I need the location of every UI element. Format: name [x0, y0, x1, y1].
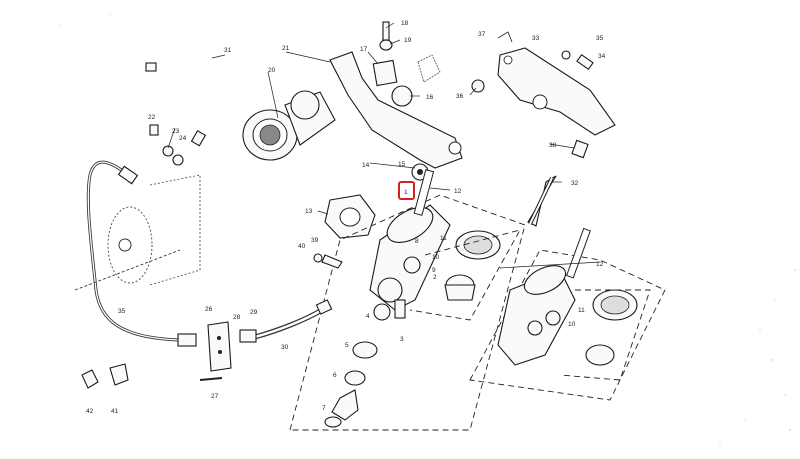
label-35: 35	[118, 308, 126, 315]
label-11b: 11	[578, 307, 585, 314]
label-28: 28	[233, 314, 241, 321]
label-24: 24	[179, 135, 187, 142]
label-31: 31	[224, 47, 232, 54]
label-8: 8	[415, 238, 419, 245]
push-rod	[527, 175, 557, 227]
highlighted-part-1[interactable]: 1	[398, 181, 415, 200]
label-1: 1	[404, 189, 408, 196]
paper-texture	[29, 14, 796, 446]
label-40: 40	[298, 243, 306, 250]
label-37: 37	[478, 31, 486, 38]
label-36: 36	[456, 93, 464, 100]
label-41: 41	[111, 408, 119, 415]
label-9: 9	[432, 267, 436, 274]
label-20: 20	[268, 67, 276, 74]
master-cylinder-alt	[469, 227, 666, 401]
label-15: 15	[398, 161, 406, 168]
highlight-box	[398, 181, 415, 200]
label-39: 39	[311, 237, 319, 244]
part-labels: 31 21 20 18 19 17 16 14 15 12 13 39 40 1…	[86, 20, 606, 415]
label-34: 34	[598, 53, 606, 60]
label-19: 19	[404, 37, 412, 44]
clutch-lever-parts	[471, 31, 616, 159]
label-12: 12	[454, 188, 462, 195]
label-30: 30	[281, 344, 289, 351]
upper-hose	[145, 55, 222, 147]
label-29: 29	[250, 309, 258, 316]
gasket	[324, 194, 376, 239]
label-17: 17	[360, 46, 368, 53]
label-13: 13	[305, 208, 313, 215]
fork-pivot-parts	[372, 21, 441, 107]
pedal-box-outline	[74, 174, 201, 291]
label-6: 6	[333, 372, 337, 379]
label-10b: 10	[568, 321, 576, 328]
label-16: 16	[426, 94, 434, 101]
label-2: 2	[433, 274, 437, 281]
label-42: 42	[86, 408, 94, 415]
lower-hose	[239, 299, 333, 343]
label-32: 32	[571, 180, 579, 187]
label-33: 33	[532, 35, 540, 42]
label-14: 14	[362, 162, 370, 169]
release-bearing	[242, 90, 336, 161]
label-18: 18	[401, 20, 409, 27]
label-5: 5	[345, 342, 349, 349]
label-38: 38	[549, 142, 557, 149]
release-fork	[329, 51, 463, 181]
label-23: 23	[172, 128, 180, 135]
bracket-plate	[199, 321, 232, 381]
label-22: 22	[148, 114, 156, 121]
label-10: 10	[432, 254, 440, 261]
label-35-top: 35	[596, 35, 604, 42]
label-21: 21	[282, 45, 290, 52]
label-7: 7	[322, 405, 326, 412]
small-fittings	[81, 124, 343, 389]
brake-pipe	[86, 160, 197, 347]
label-26: 26	[205, 306, 213, 313]
label-12b: 12	[596, 261, 604, 268]
master-cylinder-main	[289, 169, 526, 431]
label-4: 4	[366, 313, 370, 320]
label-27: 27	[211, 393, 219, 400]
leader-lines	[167, 22, 601, 269]
label-3: 3	[400, 336, 404, 343]
label-11: 11	[440, 235, 447, 242]
